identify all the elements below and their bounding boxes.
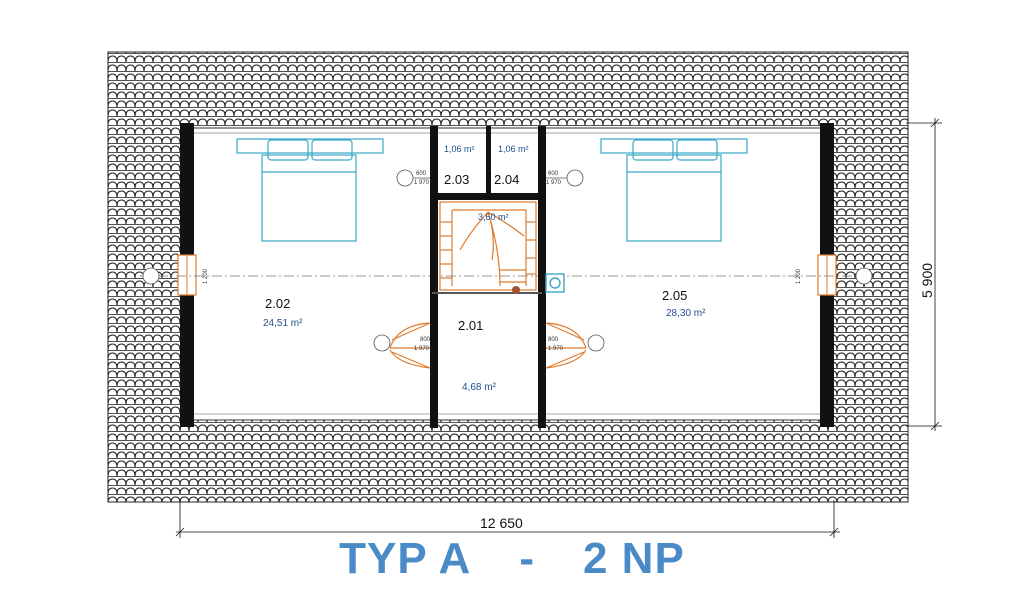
dimension-width	[175, 500, 840, 538]
wall-bath-left	[430, 126, 438, 428]
room-2-01-area: 4,68 m²	[462, 382, 497, 393]
room-2-02-id: 2.02	[265, 296, 290, 311]
window-label-right: 1 200	[796, 268, 802, 284]
room-2-03-id: 2.03	[444, 172, 469, 187]
room-2-04-id: 2.04	[494, 172, 519, 187]
door-height-label: 1 970	[414, 180, 430, 186]
drawing-title: TYP A - 2 NP	[0, 528, 1024, 590]
bed-right	[600, 138, 748, 242]
stair-area: 3,60 m²	[478, 212, 509, 222]
room-2-03-area: 1,06 m²	[444, 144, 475, 154]
title-type: TYP A	[339, 534, 472, 583]
door-width-label: 600	[416, 171, 427, 177]
door-tag-icon	[142, 169, 873, 352]
wall-stair-bottom	[432, 292, 542, 294]
room-2-04-area: 1,06 m²	[498, 144, 529, 154]
window-label-left: 1 200	[203, 268, 209, 284]
wall-bath-mid	[486, 126, 491, 196]
dimension-height	[906, 118, 942, 431]
door-2-02	[389, 322, 431, 369]
door-height-label: 1 970	[548, 346, 564, 352]
dimension-height-label: 5 900	[919, 263, 935, 298]
bed-left	[236, 138, 384, 242]
door-2-05	[545, 322, 587, 369]
staircase	[439, 201, 537, 294]
door-height-label: 1 970	[546, 180, 562, 186]
door-width-label: 600	[548, 171, 559, 177]
wall-bath-right	[538, 126, 546, 428]
door-width-label: 800	[548, 337, 559, 343]
window-left	[177, 254, 197, 296]
room-2-05-area: 28,30 m²	[666, 308, 706, 319]
room-2-02-area: 24,51 m²	[263, 318, 303, 329]
wall-bath-bottom	[430, 193, 546, 200]
title-separator: -	[519, 534, 535, 583]
door-height-label: 1 970	[414, 346, 430, 352]
dimension-width-label: 12 650	[480, 515, 523, 531]
chimney-vent	[545, 273, 565, 293]
door-width-label: 800	[420, 337, 431, 343]
interior-floor	[182, 127, 834, 421]
title-floor: 2 NP	[582, 534, 685, 583]
room-2-05-id: 2.05	[662, 288, 687, 303]
room-2-01-id: 2.01	[458, 318, 483, 333]
window-right	[817, 254, 837, 296]
